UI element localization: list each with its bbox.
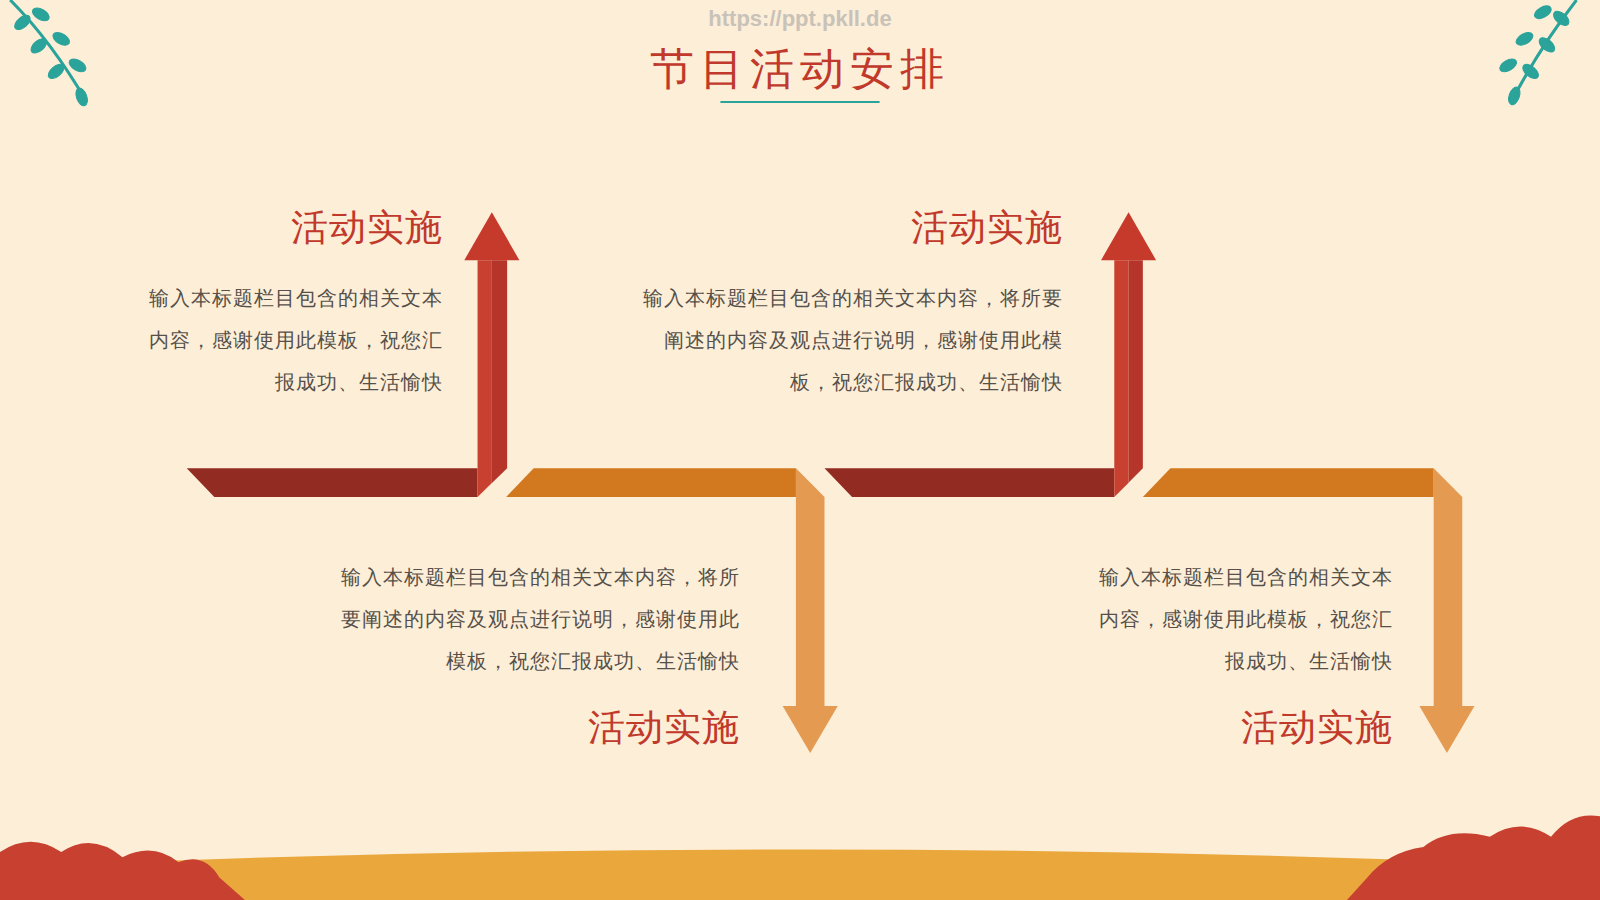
slide-title: 节目活动安排: [0, 40, 1600, 99]
item-body: 输入本标题栏目包含的相关文本内容，感谢使用此模板，祝您汇报成功、生活愉快: [141, 277, 443, 403]
up-arrow: [824, 212, 1156, 497]
activity-item: 活动实施 输入本标题栏目包含的相关文本内容，将所要阐述的内容及观点进行说明，感谢使…: [321, 556, 740, 751]
item-body: 输入本标题栏目包含的相关文本内容，将所要阐述的内容及观点进行说明，感谢使用此模板…: [321, 556, 740, 682]
item-heading: 活动实施: [141, 205, 443, 251]
title-underline: [720, 101, 879, 103]
item-heading: 活动实施: [1091, 705, 1393, 751]
leaf-branch-right: [1498, 0, 1577, 106]
activity-item: 活动实施输入本标题栏目包含的相关文本内容，将所要阐述的内容及观点进行说明，感谢使…: [643, 205, 1063, 403]
bush-right: [1347, 815, 1600, 900]
leaf-branch-left: [10, 0, 89, 107]
watermark: https://ppt.pkll.de: [0, 6, 1600, 32]
item-heading: 活动实施: [321, 705, 740, 751]
item-body: 输入本标题栏目包含的相关文本内容，将所要阐述的内容及观点进行说明，感谢使用此模板…: [643, 277, 1063, 403]
up-arrow: [187, 212, 520, 497]
activity-item: 活动实施 输入本标题栏目包含的相关文本内容，感谢使用此模板，祝您汇报成功、生活愉快: [1091, 556, 1393, 751]
item-heading: 活动实施: [643, 205, 1063, 251]
item-body: 输入本标题栏目包含的相关文本内容，感谢使用此模板，祝您汇报成功、生活愉快: [1091, 556, 1393, 682]
activity-item: 活动实施输入本标题栏目包含的相关文本内容，感谢使用此模板，祝您汇报成功、生活愉快: [141, 205, 443, 403]
bush-left: [0, 842, 245, 900]
